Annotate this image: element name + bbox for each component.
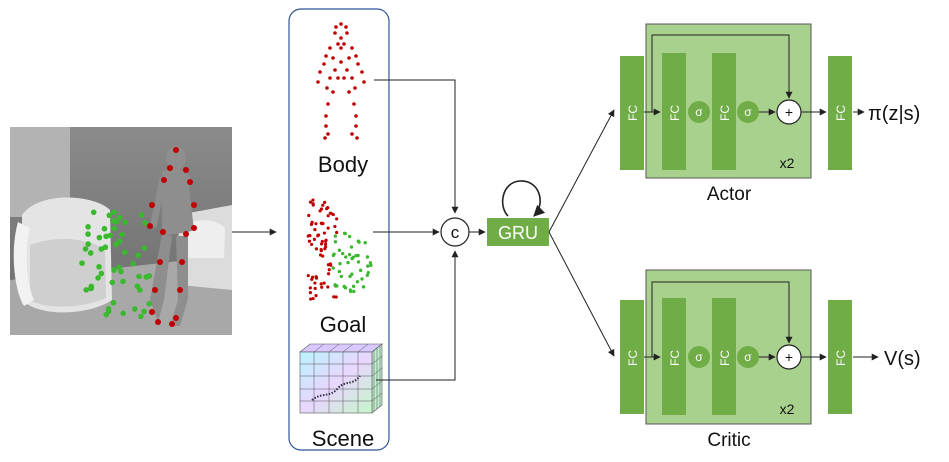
- actor-fc-1-label: FC: [668, 105, 682, 121]
- armchair-shape: [13, 197, 112, 313]
- actor-sigma-2: [737, 101, 759, 123]
- gru-to-heads-connectors: [548, 109, 615, 357]
- gru-block: GRU: [487, 180, 549, 246]
- photo-body-joints: [147, 147, 197, 327]
- actor-fc-2: [712, 53, 736, 170]
- actor-sigma-2-label: σ: [744, 105, 752, 119]
- critic-fc-out-label: FC: [834, 350, 848, 366]
- concat-node: c: [440, 217, 470, 247]
- gru-label: GRU: [498, 223, 538, 243]
- input-panel: [288, 8, 390, 451]
- critic-add-symbol: +: [785, 349, 793, 365]
- critic-fc-out: [828, 300, 852, 414]
- actor-sigma-1-label: σ: [695, 105, 703, 119]
- body-keypoints-figure: [316, 22, 366, 140]
- body-label: Body: [318, 152, 368, 177]
- critic-fc-in: [620, 300, 644, 414]
- actor-fc-out-label: FC: [834, 105, 848, 121]
- critic-fc-in-label: FC: [626, 350, 640, 366]
- critic-sigma-1-label: σ: [695, 350, 703, 364]
- critic-sigma-2-label: σ: [744, 350, 752, 364]
- input-to-concat-connectors: [373, 79, 459, 381]
- critic-sigma-2: [737, 346, 759, 368]
- actor-fc-out: [828, 56, 852, 170]
- actor-add-symbol: +: [785, 104, 793, 120]
- human-body-mesh: [150, 146, 194, 326]
- scene-voxel-cube: [299, 343, 383, 414]
- actor-fc-1: [662, 53, 686, 170]
- actor-fc-in: [620, 56, 644, 170]
- goal-label: Goal: [320, 312, 366, 337]
- actor-sigma-1: [688, 101, 710, 123]
- scene-render-image: [10, 127, 232, 335]
- concat-symbol: c: [451, 223, 460, 242]
- critic-fc-2-label: FC: [718, 350, 732, 366]
- critic-fc-2: [712, 298, 736, 415]
- critic-fc-1-label: FC: [668, 350, 682, 366]
- critic-output-label: V(s): [884, 348, 921, 370]
- actor-fc-2-label: FC: [718, 105, 732, 121]
- critic-network: FC FC σ FC σ + FC x2 Critic V(s): [620, 269, 921, 451]
- critic-sigma-1: [688, 346, 710, 368]
- goal-keypoints-figure: [306, 198, 373, 301]
- actor-network: FC FC σ FC σ + FC x2 Actor π(z|s): [620, 23, 920, 205]
- actor-fc-in-label: FC: [626, 105, 640, 121]
- critic-fc-1: [662, 298, 686, 415]
- critic-repeat-label: x2: [780, 401, 795, 417]
- scene-label: Scene: [312, 426, 374, 451]
- critic-label: Critic: [707, 430, 750, 451]
- photo-goal-points: [79, 209, 153, 320]
- actor-output-label: π(z|s): [868, 103, 920, 125]
- actor-repeat-label: x2: [780, 155, 795, 171]
- actor-label: Actor: [707, 184, 752, 205]
